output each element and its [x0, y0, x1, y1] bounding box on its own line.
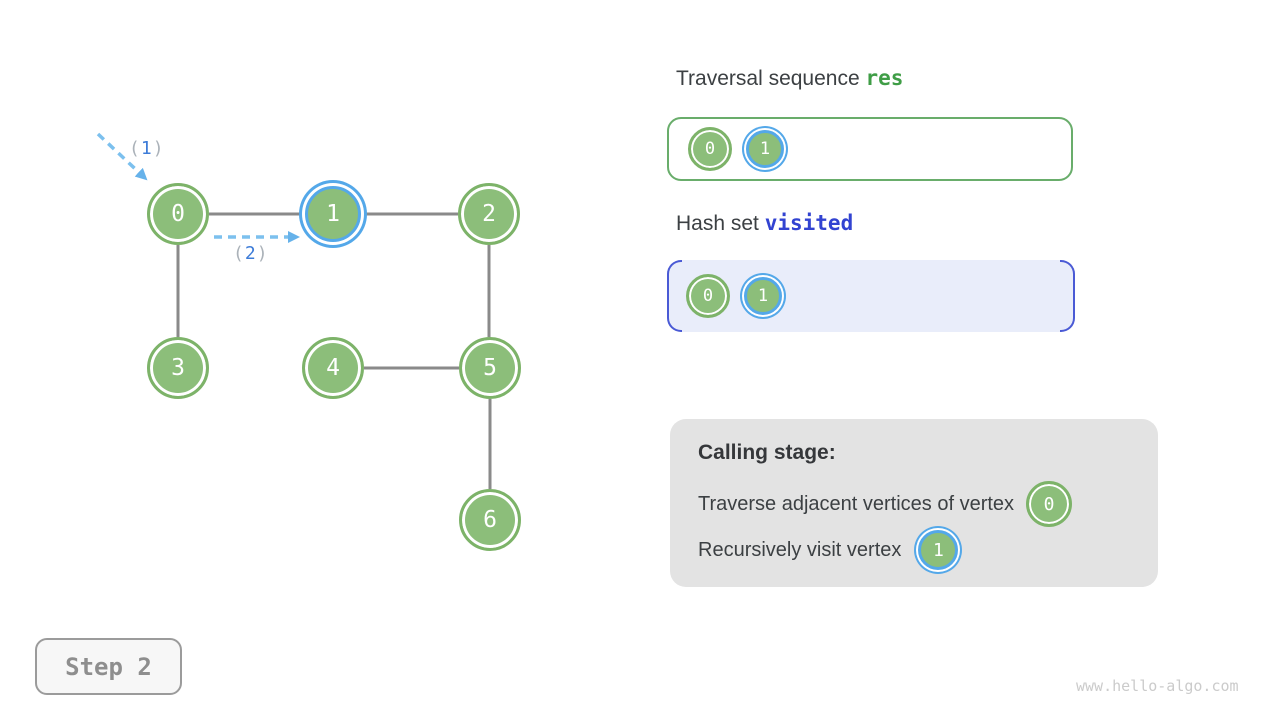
calling-line-1-node: 0	[1026, 481, 1073, 527]
graph-node-2: 2	[458, 183, 520, 245]
visited-item-1-label: 1	[757, 286, 769, 306]
calling-line-1-text: Traverse adjacent vertices of vertex	[698, 492, 1015, 515]
label-number: 1	[140, 138, 153, 159]
calling-stage-line-2: Recursively visit vertex 1	[698, 530, 1130, 570]
watermark-text: www.hello-algo.com	[1076, 677, 1239, 695]
res-title-text: Traversal sequence	[676, 67, 860, 90]
graph-node-6-label: 6	[483, 507, 497, 533]
graph-node-0: 0	[147, 183, 209, 245]
res-item-0-label: 0	[704, 139, 716, 159]
step-badge: Step 2	[35, 638, 182, 695]
calling-stage-panel: Calling stage: Traverse adjacent vertice…	[670, 419, 1158, 587]
visited-code-label: visited	[764, 211, 854, 235]
label-paren: (	[233, 243, 245, 264]
arrow-step-label-1: (1)	[129, 138, 165, 159]
calling-line-1-node-label: 0	[1043, 493, 1055, 515]
label-paren: )	[152, 138, 165, 159]
visited-item-0: 0	[686, 274, 730, 318]
graph-node-5: 5	[459, 337, 521, 399]
visited-item-1-highlighted: 1	[744, 277, 782, 315]
res-item-0: 0	[688, 127, 732, 171]
res-sequence-box: 0 1	[667, 117, 1073, 181]
res-code-label: res	[865, 66, 904, 90]
res-item-1-label: 1	[759, 139, 771, 159]
calling-line-2-node-highlighted: 1	[918, 530, 959, 570]
calling-stage-line-1: Traverse adjacent vertices of vertex 0	[698, 481, 1130, 527]
calling-stage-title: Calling stage:	[698, 441, 836, 464]
graph-node-2-label: 2	[482, 201, 496, 227]
graph-node-0-label: 0	[171, 201, 185, 227]
res-item-1-highlighted: 1	[746, 130, 784, 168]
graph-node-1-highlighted: 1	[305, 186, 361, 242]
graph-node-3: 3	[147, 337, 209, 399]
graph-node-4: 4	[302, 337, 364, 399]
visited-item-0-label: 0	[702, 286, 714, 306]
graph-node-1-label: 1	[326, 201, 340, 227]
visited-title-text: Hash set	[676, 212, 759, 235]
visited-panel-title: Hash set visited	[676, 211, 853, 236]
label-paren: )	[256, 243, 269, 264]
arrow-step-label-2: (2)	[233, 243, 269, 264]
graph-node-5-label: 5	[483, 355, 497, 381]
label-number: 2	[244, 243, 257, 264]
step-badge-label: Step 2	[65, 652, 152, 681]
graph-node-6: 6	[459, 489, 521, 551]
visited-set-box: 0 1	[667, 260, 1075, 332]
graph-node-3-label: 3	[171, 355, 185, 381]
label-paren: (	[129, 138, 141, 159]
graph-node-4-label: 4	[326, 355, 340, 381]
calling-line-2-node-label: 1	[932, 539, 944, 561]
calling-line-2-text: Recursively visit vertex	[698, 538, 902, 561]
res-panel-title: Traversal sequence res	[676, 66, 903, 91]
traversal-arrow-1	[96, 132, 148, 181]
